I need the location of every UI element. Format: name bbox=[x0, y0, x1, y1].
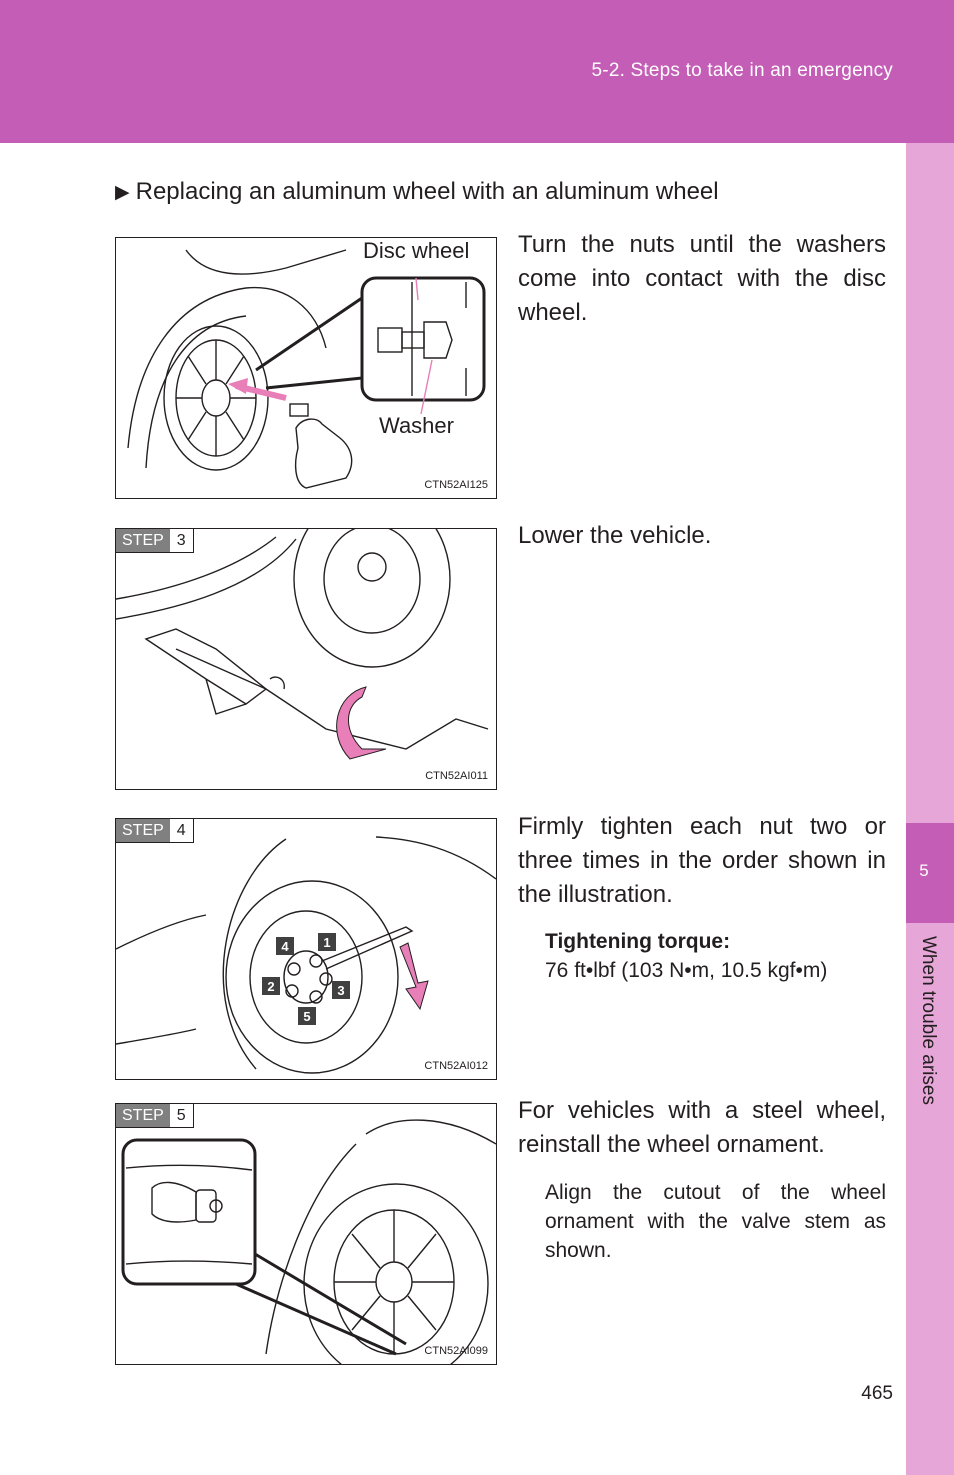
torque-label: Tightening torque: bbox=[545, 930, 731, 953]
chapter-number-box: 5 bbox=[906, 823, 954, 923]
figure-disc-wheel-washer: Disc wheel Washer CTN52AI125 bbox=[115, 237, 497, 499]
figure-code: CTN52AI011 bbox=[425, 770, 488, 782]
section-heading: ▶Replacing an aluminum wheel with an alu… bbox=[115, 178, 719, 206]
step-text-turn-nuts: Turn the nuts until the washers come int… bbox=[518, 231, 886, 326]
figure-code: CTN52AI099 bbox=[424, 1345, 488, 1357]
step-text-lower-vehicle: Lower the vehicle. bbox=[518, 522, 712, 549]
figure-code: CTN52AI125 bbox=[424, 479, 488, 491]
step-label: STEP bbox=[116, 529, 170, 552]
wheel-ornament-illustration bbox=[121, 1119, 496, 1364]
page-header: 5-2. Steps to take in an emergency bbox=[0, 0, 954, 143]
step-text-tighten-nuts: Firmly tighten each nut two or three tim… bbox=[518, 813, 886, 908]
wheel-nut-illustration bbox=[127, 249, 486, 489]
side-tab bbox=[906, 143, 954, 1475]
page-number: 465 bbox=[861, 1383, 893, 1404]
step-note-align-cutout: Align the cutout of the wheel ornament w… bbox=[545, 1181, 886, 1262]
triangle-marker-icon: ▶ bbox=[115, 182, 130, 203]
jack-lowering-illustration bbox=[116, 529, 489, 760]
chapter-number: 5 bbox=[919, 861, 929, 880]
torque-value: 76 ft•lbf (103 N•m, 10.5 kgf•m) bbox=[545, 959, 828, 982]
section-heading-text: Replacing an aluminum wheel with an alum… bbox=[135, 178, 719, 205]
step-label: STEP bbox=[116, 1104, 170, 1127]
step-number: 4 bbox=[169, 819, 193, 842]
figure-code: CTN52AI012 bbox=[424, 1060, 488, 1072]
step-number: 5 bbox=[169, 1104, 193, 1127]
nut-tightening-order-illustration bbox=[116, 836, 496, 1074]
step-text-reinstall-ornament: For vehicles with a steel wheel, reinsta… bbox=[518, 1097, 886, 1158]
chapter-title: 5-2. Steps to take in an emergency bbox=[591, 60, 893, 81]
chapter-label: When trouble arises bbox=[918, 936, 939, 1105]
step-label: STEP bbox=[116, 819, 170, 842]
callout-washer: Washer bbox=[379, 413, 454, 438]
step-number: 3 bbox=[169, 529, 193, 552]
callout-disc-wheel: Disc wheel bbox=[363, 238, 470, 263]
